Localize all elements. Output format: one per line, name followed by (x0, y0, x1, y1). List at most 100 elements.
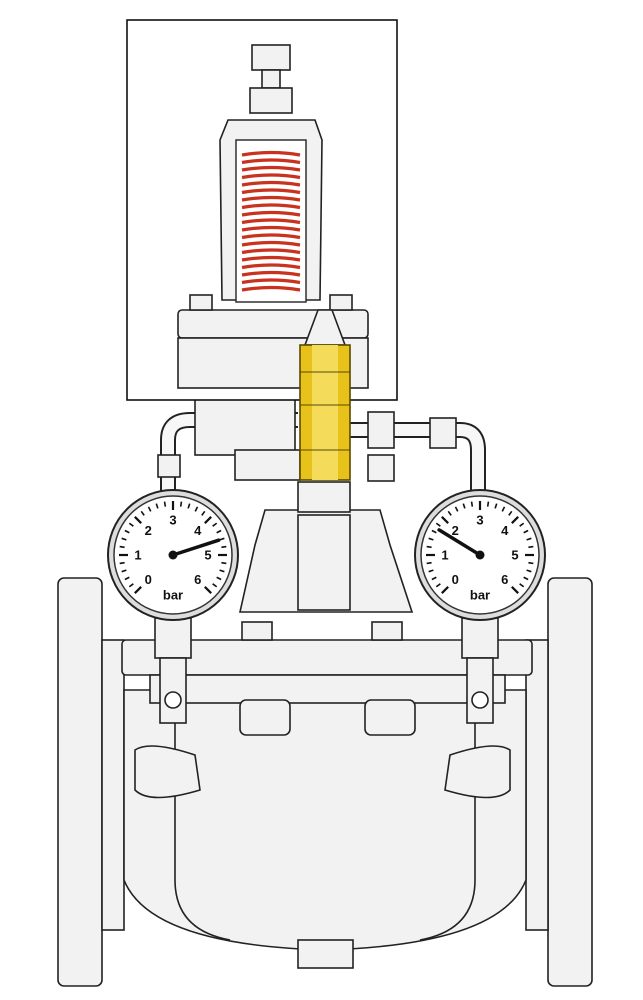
gauge-scale-label: 4 (501, 523, 509, 538)
gauge-needle (171, 538, 221, 557)
spring-coil (241, 210, 301, 217)
gauge-needle-hub (168, 550, 178, 560)
spring-coil (241, 263, 301, 270)
gauge-tick (462, 503, 466, 509)
gauge-tick (221, 545, 227, 549)
right-flange (525, 577, 593, 987)
spring-coil (241, 240, 301, 247)
gauge-tick (179, 501, 183, 507)
gauge-tick (441, 516, 449, 524)
gauge-tick (431, 576, 437, 581)
valve-body (123, 689, 527, 951)
spring-coil (241, 173, 301, 180)
spring-coil (241, 150, 301, 157)
gauge-tick (428, 569, 434, 573)
gauge-scale-label: 5 (511, 548, 518, 563)
gauge-needle (437, 528, 482, 557)
gauge-tick (528, 545, 534, 549)
gauge-tick (426, 561, 432, 565)
gauge-unit-label: bar (163, 588, 183, 603)
gauge-tick (511, 516, 519, 524)
adjusting-screw (251, 44, 291, 71)
outlet-pressure-gauge: 012 3 456 bar (414, 489, 546, 621)
drain-plug (297, 939, 354, 969)
gauge-scale-label: 0 (452, 572, 459, 587)
spring-coil (241, 158, 301, 165)
gauge-scale-label: 2 (452, 523, 459, 538)
gauge-tick (212, 522, 218, 527)
gauge-unit-label: bar (470, 588, 490, 603)
gauge-tick (216, 529, 222, 534)
gauge-tick (519, 522, 525, 527)
gauge-tick (216, 576, 222, 581)
gauge-tick (221, 561, 227, 565)
gauge-tick (494, 503, 498, 509)
gauge-tick (528, 561, 534, 565)
spring-coil (241, 218, 301, 225)
gauge-scale-label: 3 (169, 513, 176, 528)
left-gauge-valve (154, 617, 192, 724)
gauge-tick (140, 510, 145, 516)
gauge-tick (523, 576, 529, 581)
gauge-tick (163, 501, 167, 507)
gauge-tick (526, 569, 532, 573)
right-gauge-valve (461, 617, 499, 724)
gauge-tick (119, 561, 125, 565)
gauge-tick (155, 503, 159, 509)
gauge-scale-label: 6 (501, 572, 508, 587)
gauge-scale-label: 0 (145, 572, 152, 587)
gauge-scale-label: 1 (441, 548, 448, 563)
gauge-tick (121, 537, 127, 541)
gauge-scale-label: 3 (476, 513, 483, 528)
gauge-scale-label: 4 (194, 523, 202, 538)
gauge-needle-hub (475, 550, 485, 560)
gauge-tick (128, 522, 134, 527)
gauge-scale-label: 2 (145, 523, 152, 538)
gauge-tick (486, 501, 490, 507)
spring-coil (241, 188, 301, 195)
gauge-tick (187, 503, 191, 509)
left-flange (57, 577, 125, 987)
gauge-tick (519, 583, 525, 588)
gauge-tick (508, 510, 513, 516)
gauge-tick (121, 569, 127, 573)
gauge-tick (134, 516, 142, 524)
spring-coil (241, 225, 301, 232)
gauge-scale-label: 5 (204, 548, 211, 563)
gauge-tick (194, 506, 199, 512)
gauge-tick (204, 586, 212, 594)
gauge-tick (501, 506, 506, 512)
gauge-tick (204, 516, 212, 524)
gauge-tick (201, 510, 206, 516)
gauge-tick (219, 537, 225, 541)
gauge-tick (128, 583, 134, 588)
gauge-tick (426, 545, 432, 549)
spring-coil (241, 233, 301, 240)
gauge-tick (431, 529, 437, 534)
spring-coil (241, 270, 301, 277)
gauge-tick (119, 545, 125, 549)
gauge-tick (470, 501, 474, 507)
gauge-tick (435, 583, 441, 588)
gauge-tick (523, 529, 529, 534)
spring-coil (241, 180, 301, 187)
gauge-tick (526, 537, 532, 541)
spring-coil (241, 278, 301, 285)
gauge-tick (212, 583, 218, 588)
gauge-tick (147, 506, 152, 512)
gauge-tick (219, 569, 225, 573)
spring-coil (241, 165, 301, 172)
spring (241, 150, 301, 292)
spring-coil (241, 203, 301, 210)
gauge-tick (428, 537, 434, 541)
spring-coil (241, 248, 301, 255)
gauge-tick (511, 586, 519, 594)
gauge-tick (447, 510, 452, 516)
spring-coil (241, 195, 301, 202)
gauge-tick (441, 586, 449, 594)
gauge-tick (134, 586, 142, 594)
spring-coil (241, 285, 301, 292)
gauge-tick (435, 522, 441, 527)
